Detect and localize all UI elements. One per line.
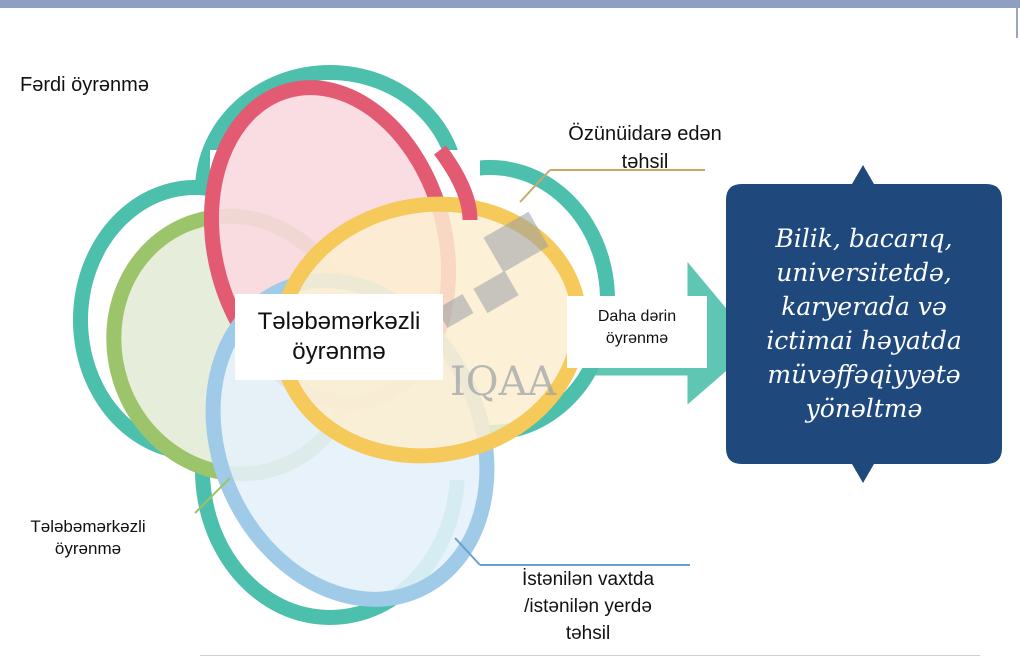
center-label: Tələbəmərkəzli öyrənmə	[235, 294, 443, 380]
watermark-logo	[436, 211, 549, 329]
individual-learning-label: Fərdi öyrənmə	[8, 62, 213, 124]
top-border	[0, 0, 1020, 8]
leader-line-bottom	[454, 537, 481, 566]
anytime-anywhere-label: İstənilən vaxtda /istənilən yerdə təhsil	[478, 566, 698, 660]
watermark-text: IQAA	[450, 359, 557, 405]
deeper-learning-label: Daha dərin öyrənmə	[567, 296, 707, 368]
red-loop-overlap	[433, 145, 478, 221]
leader-line-top-right	[519, 169, 551, 203]
student-centered-bottom-label: Tələbəmərkəzli öyrənmə	[0, 498, 176, 580]
right-edge-line	[1016, 8, 1018, 38]
callout-text: Bilik, bacarıq, universitetdə, karyerada…	[766, 224, 962, 423]
leader-line-bottom-left	[194, 477, 231, 514]
bottom-divider	[200, 655, 980, 656]
self-directed-education-label: Özünüidarə edən təhsil	[568, 123, 722, 173]
callout-box	[726, 165, 1002, 483]
